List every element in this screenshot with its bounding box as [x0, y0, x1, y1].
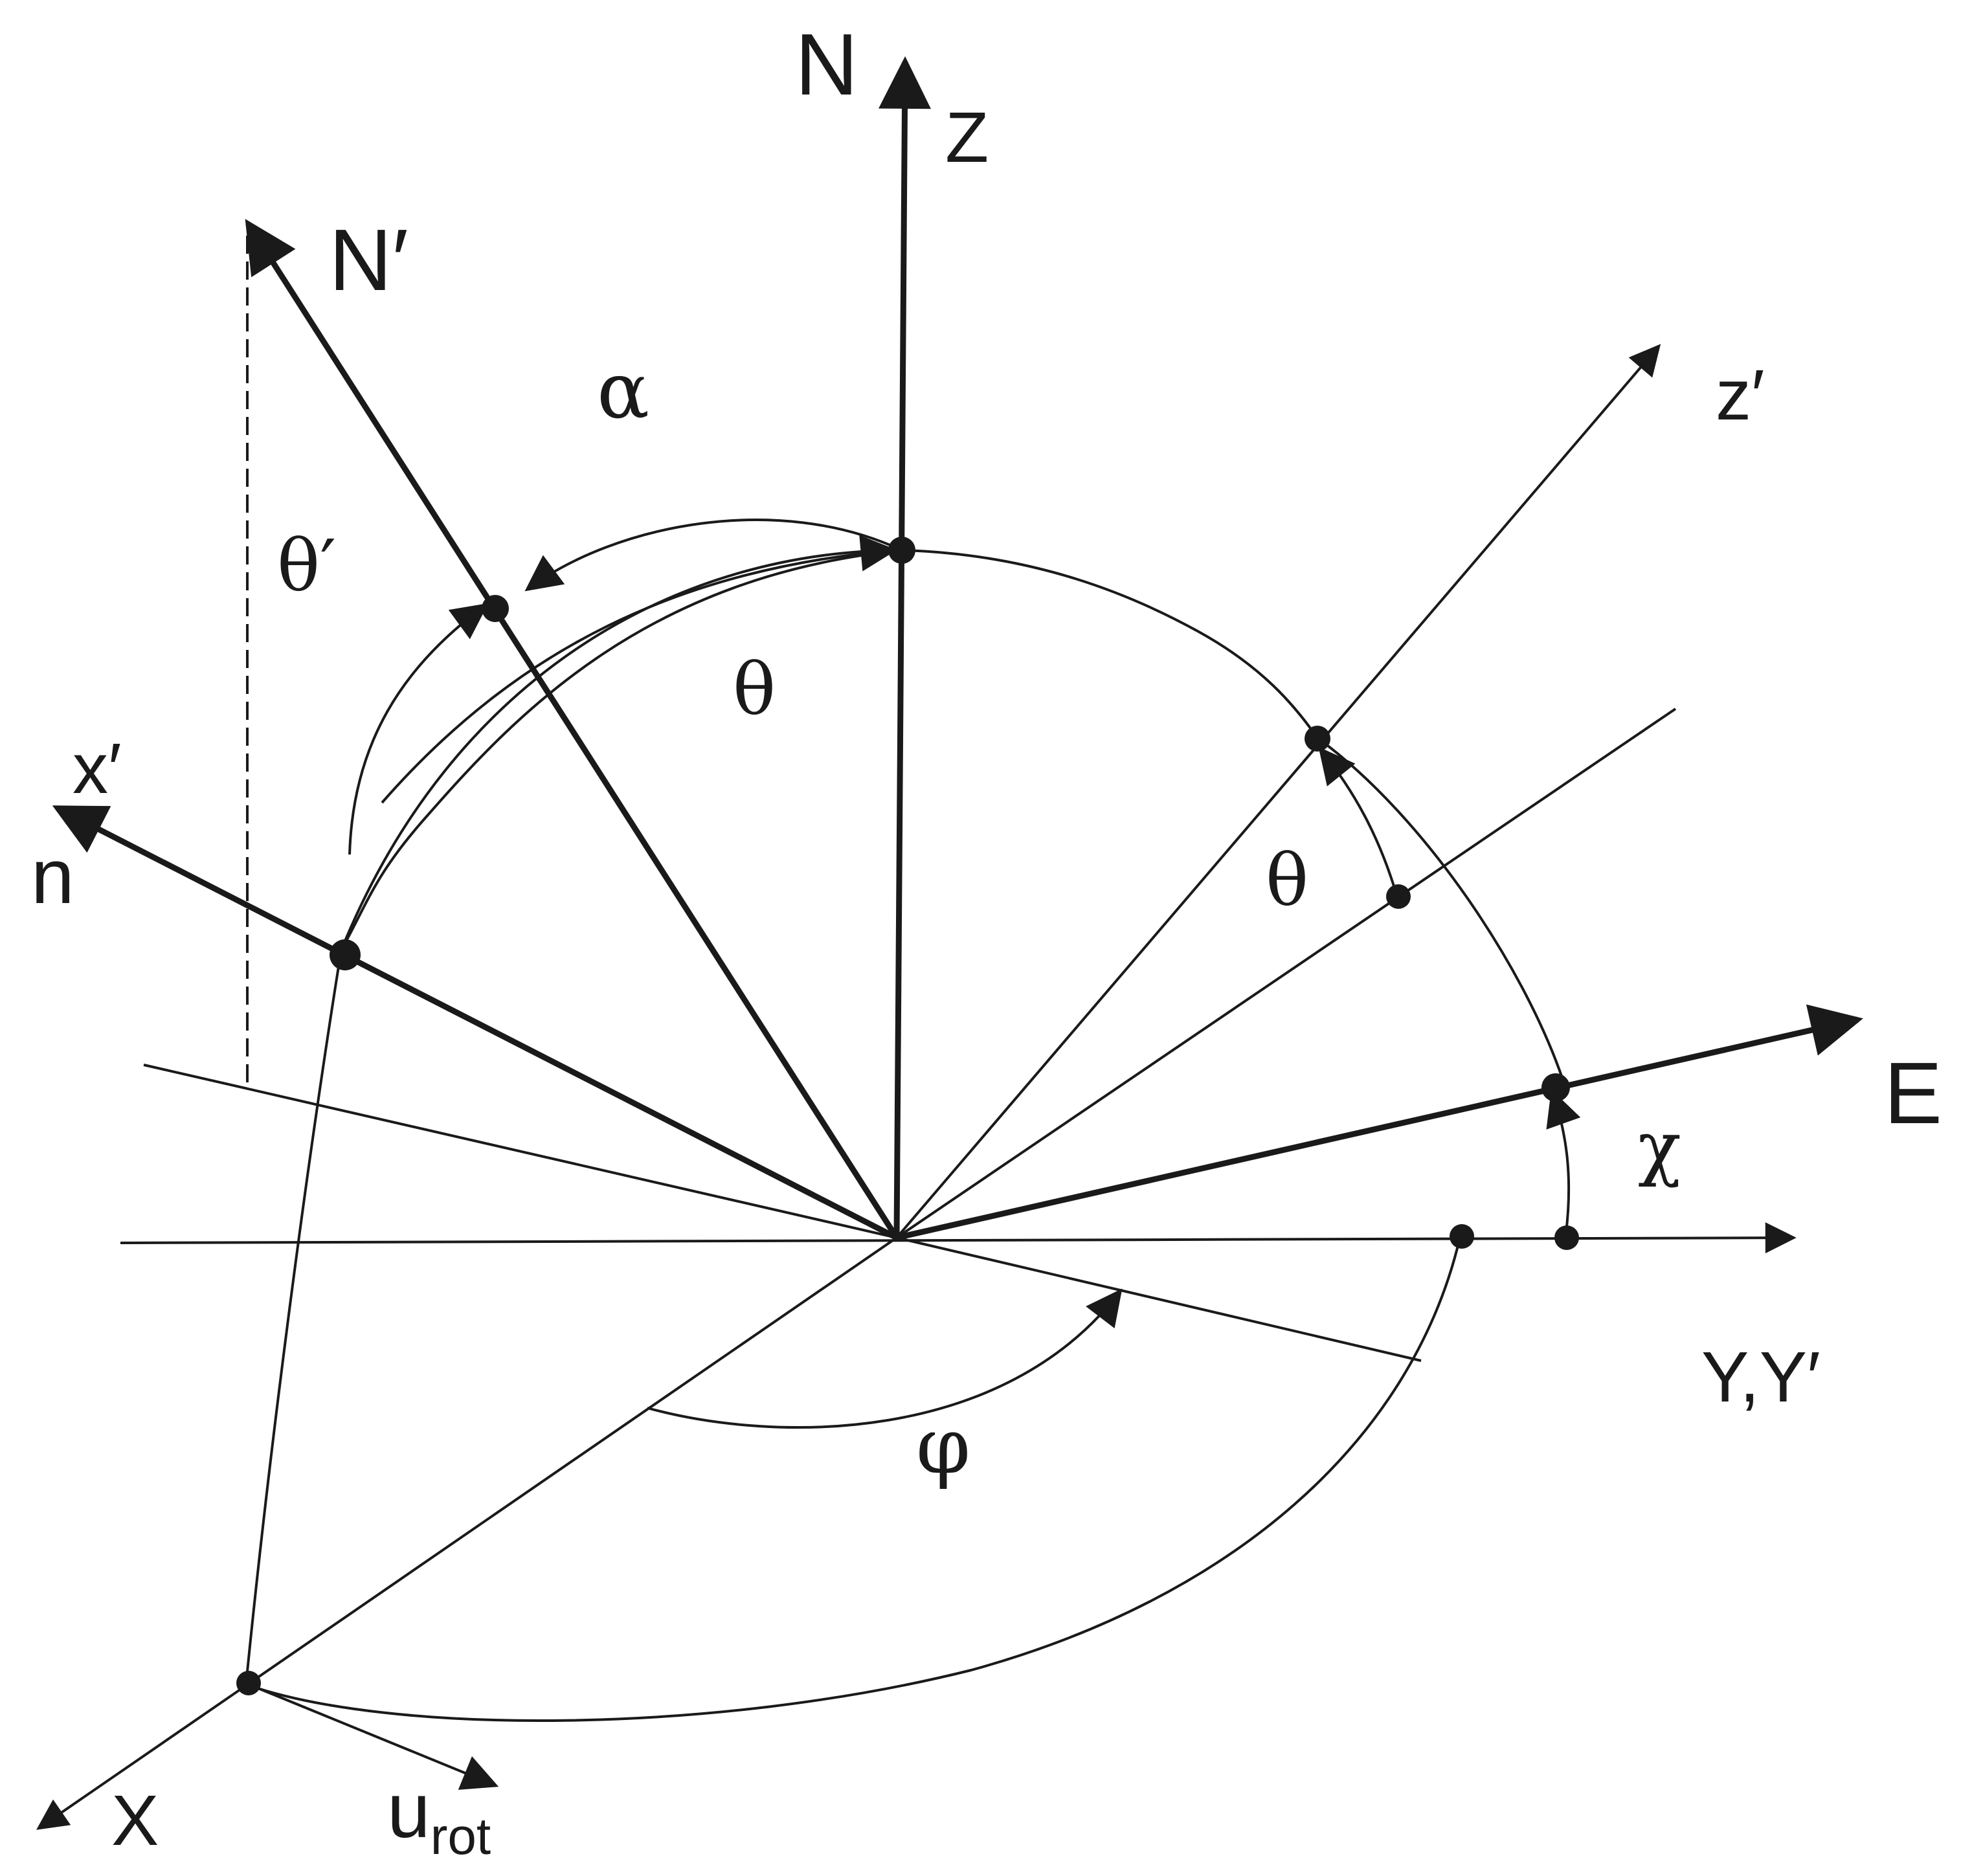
x-axis-line [36, 1236, 898, 1830]
label-e: E [1884, 1044, 1942, 1142]
great-circle-right-arc [901, 549, 1319, 739]
theta-prime-arc [348, 603, 489, 855]
n-axis-vertical [878, 56, 931, 1238]
great-circle-inner-arc [340, 549, 902, 951]
label-z: Z [945, 98, 989, 177]
label-rot-subscript: rot [431, 1807, 491, 1865]
theta-arc-right [1318, 746, 1398, 897]
point-projection [1386, 884, 1411, 909]
great-circle-back-arc [245, 950, 342, 1685]
point-zenith [888, 537, 915, 564]
label-x-prime: x′ [73, 729, 122, 809]
label-x: X [111, 1781, 159, 1860]
label-y-yprime: Y,Y′ [1701, 1337, 1821, 1417]
theta-arc-top [381, 535, 897, 804]
label-phi: φ [916, 1401, 970, 1491]
alpha-arc [524, 519, 902, 592]
label-theta-prime: θ′ [277, 524, 336, 607]
label-n-small: n [31, 833, 74, 920]
y-axis-line [120, 1222, 1797, 1254]
projection-line [895, 708, 1677, 1239]
u-rot-arrow [248, 1683, 499, 1790]
e-vector [896, 1004, 1863, 1241]
label-z-prime: z′ [1716, 355, 1765, 435]
point-n-prime [482, 595, 509, 622]
phi-arc [647, 1288, 1123, 1429]
horizon-line-left [143, 1064, 897, 1239]
point-z-prime [1305, 726, 1330, 752]
point-n [330, 939, 361, 970]
equator-arc [245, 1237, 1461, 1723]
chi-arc [1546, 1089, 1581, 1238]
label-n-prime: N′ [329, 211, 409, 309]
label-u-rot: urot [387, 1767, 491, 1865]
label-alpha: α [597, 346, 649, 436]
label-chi: χ [1638, 1106, 1681, 1189]
n-prime-axis [245, 219, 899, 1240]
point-y-e [1554, 1225, 1579, 1250]
point-x [236, 1671, 261, 1695]
meridian-right-arc [1316, 737, 1567, 1088]
great-circle-left-arc [340, 549, 902, 951]
point-y-equator [1450, 1224, 1474, 1249]
n-vector [52, 805, 899, 1241]
label-theta-top: θ [733, 648, 776, 731]
label-u: u [387, 1767, 431, 1854]
phi-reference-line [896, 1236, 1422, 1362]
point-e [1541, 1073, 1570, 1102]
z-prime-axis-line [895, 344, 1661, 1239]
label-n: N [795, 16, 858, 113]
label-theta-right: θ [1266, 839, 1308, 922]
